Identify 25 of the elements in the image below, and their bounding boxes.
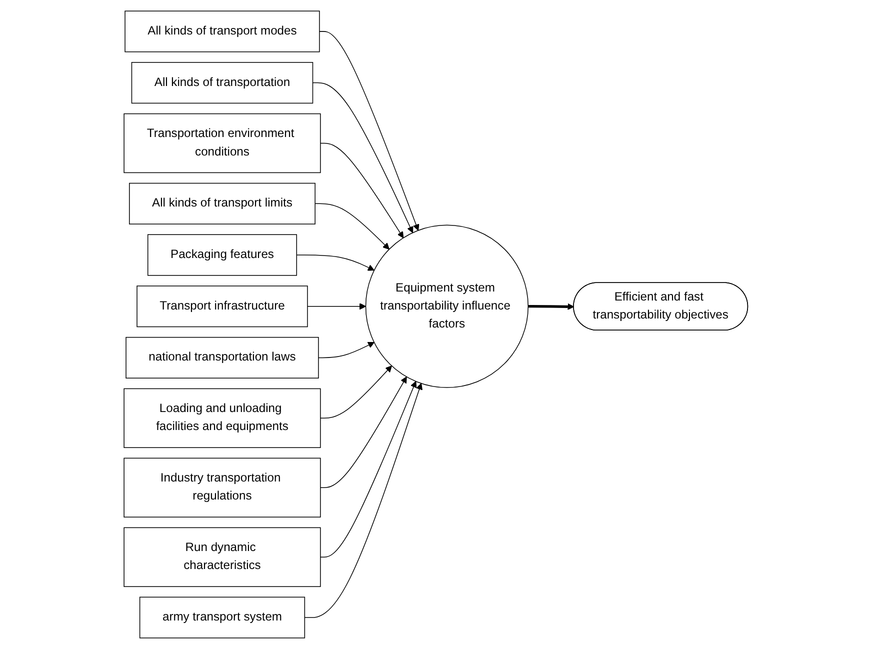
node-box bbox=[123, 527, 320, 587]
node-box bbox=[123, 458, 320, 518]
arrow bbox=[312, 82, 413, 234]
arrow bbox=[318, 31, 419, 231]
node-box bbox=[128, 182, 316, 224]
arrow bbox=[320, 381, 416, 558]
arrow bbox=[296, 254, 374, 271]
node-box bbox=[130, 62, 313, 104]
arrow bbox=[314, 203, 390, 250]
flowchart-diagram: All kinds of transport modes All kinds of transportation Transportation environment conditions All kinds of transport limits Packaging features Transport infrastructure national transportation laws Loading and unloading facilities and equipments Industry transportation regulations Run dynamic characteristics army transport system Equipment system transportability influence factors Efficient and fast transportability objectives bbox=[118, 5, 754, 644]
arrow bbox=[320, 142, 404, 238]
node-box bbox=[123, 388, 320, 448]
arrow bbox=[528, 303, 574, 310]
node-box bbox=[123, 113, 320, 174]
arrow bbox=[320, 366, 392, 419]
arrow bbox=[306, 303, 366, 310]
node-circle bbox=[364, 224, 528, 388]
arrow bbox=[304, 383, 422, 618]
node-box bbox=[124, 10, 320, 52]
node-box bbox=[147, 234, 297, 276]
node-box bbox=[136, 286, 308, 328]
arrow bbox=[320, 376, 406, 488]
node-box bbox=[125, 336, 318, 378]
arrow bbox=[318, 342, 374, 358]
node-box bbox=[139, 596, 305, 638]
